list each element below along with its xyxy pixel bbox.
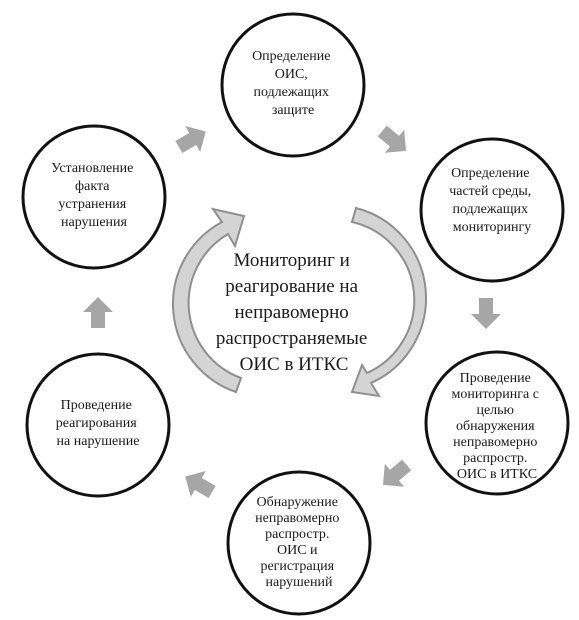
node-label-line: факта xyxy=(75,179,110,194)
node-label-line: реагирования xyxy=(56,416,137,431)
svg-text:Определение частей среды: Определение частей среды, подлежащих мон… xyxy=(449,166,535,235)
node-label-line: подлежащих xyxy=(253,85,329,100)
node-label-line: целью xyxy=(476,403,514,418)
svg-text:Определение ОИС, п: Определение ОИС, подлежащих защите xyxy=(252,49,334,118)
svg-text:Проведение мониторинга с: Проведение мониторинга с целью обнаружен… xyxy=(452,371,543,482)
node-respond-violation: Проведение реагирования на нарушение xyxy=(25,352,171,498)
flow-arrow-6 xyxy=(175,126,206,154)
central-cycle-arrows xyxy=(172,206,427,398)
node-label-line: Проведение xyxy=(61,398,132,413)
node-label-line: защите xyxy=(272,103,314,118)
svg-text:Обнаружение неправомерно: Обнаружение неправомерно распростр. ОИС … xyxy=(255,495,343,590)
flow-arrow-3 xyxy=(382,459,412,487)
flow-arrow-4 xyxy=(185,471,216,499)
node-label-line: нарушений xyxy=(266,575,334,590)
node-label-line: мониторинга с xyxy=(452,387,539,402)
node-label-line: Проведение xyxy=(460,371,531,386)
node-conduct-monitoring: Проведение мониторинга с целью обнаружен… xyxy=(424,350,570,496)
node-label-line: нарушения xyxy=(61,215,128,230)
node-label-line: неправомерно xyxy=(255,511,339,526)
node-label-line: Обнаружение xyxy=(257,495,338,510)
ring-arrow-right xyxy=(350,206,427,398)
node-label-line: распростр. xyxy=(265,527,329,542)
node-label-line: Установление xyxy=(51,161,133,176)
flow-arrows xyxy=(83,125,501,499)
flow-arrow-5 xyxy=(83,297,113,328)
node-label-line: подлежащих xyxy=(452,202,528,217)
center-title-line: Мониторинг и xyxy=(233,250,349,271)
node-label-line: частей среды, xyxy=(449,184,531,199)
svg-text:Установление факта: Установление факта устранения нарушения xyxy=(51,161,137,230)
node-label-line: устранения xyxy=(58,197,126,212)
node-label-line: ОИС, xyxy=(275,67,308,82)
svg-text:Проведение реагирования: Проведение реагирования на нарушение xyxy=(56,398,140,449)
node-label-line: обнаружения xyxy=(456,419,535,434)
node-label-line: распростр. xyxy=(463,451,527,466)
center-title: Мониторинг и реагирование на неправомерн… xyxy=(216,250,372,375)
center-title-line: неправомерно xyxy=(234,302,348,323)
ring-arrow-left xyxy=(172,207,246,394)
flow-arrow-1 xyxy=(377,125,407,153)
node-establish-elimination: Установление факта устранения нарушения xyxy=(21,124,167,270)
node-label-line: регистрация xyxy=(260,559,334,574)
flow-arrow-2 xyxy=(471,298,501,329)
center-title-line: ОИС в ИТКС xyxy=(240,354,349,375)
node-detect-register: Обнаружение неправомерно распростр. ОИС … xyxy=(226,470,372,616)
node-label-line: неправомерно xyxy=(453,435,537,450)
node-label-line: Определение xyxy=(252,49,330,64)
node-label-line: ОИС и xyxy=(277,543,318,558)
node-label-line: мониторингу xyxy=(453,220,532,235)
node-define-env-parts: Определение частей среды, подлежащих мон… xyxy=(419,137,565,283)
center-title-line: распространяемые xyxy=(216,328,367,349)
node-define-ois: Определение ОИС, подлежащих защите xyxy=(220,12,366,158)
node-label-line: ОИС в ИТКС xyxy=(457,467,537,482)
node-label-line: на нарушение xyxy=(57,434,140,449)
node-label-line: Определение xyxy=(451,166,529,181)
center-title-line: реагирование на xyxy=(225,276,358,297)
